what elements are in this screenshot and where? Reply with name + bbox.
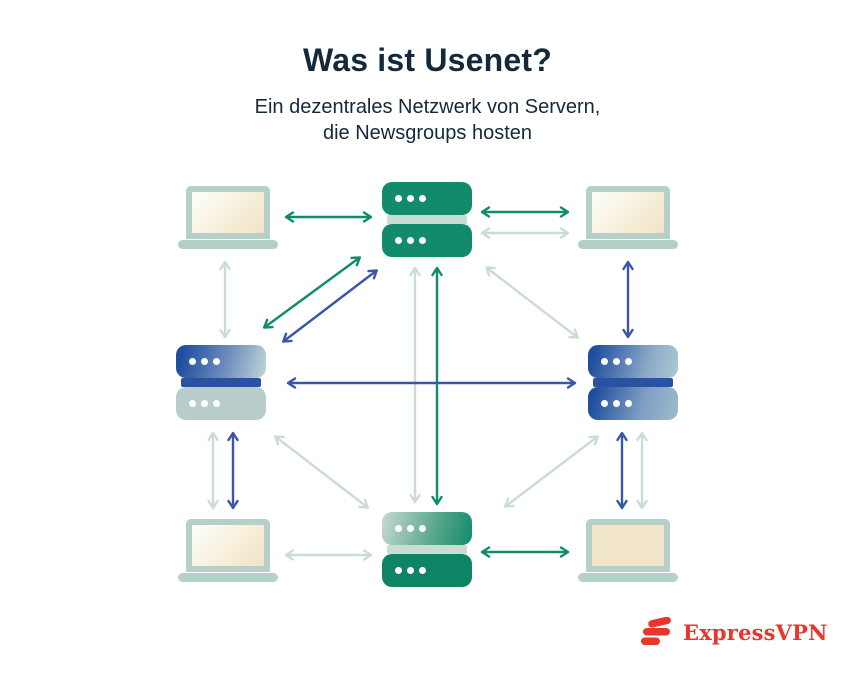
server-divider	[387, 215, 467, 224]
server-unit	[382, 554, 472, 587]
laptop-base	[178, 573, 278, 582]
server-unit	[382, 512, 472, 545]
server-unit	[382, 182, 472, 215]
server-leds	[382, 512, 472, 545]
server-leds	[588, 387, 678, 420]
subtitle-line-1: Ein dezentrales Netzwerk von Servern,	[254, 96, 601, 118]
laptop-base	[578, 573, 678, 582]
laptop-top-right	[578, 186, 678, 249]
laptop-base	[178, 240, 278, 249]
page-title: Was ist Usenet?	[303, 42, 552, 78]
expressvpn-icon	[641, 617, 671, 645]
arrow-light	[485, 266, 579, 339]
server-unit	[588, 345, 678, 378]
server-leds	[382, 224, 472, 257]
arrow-light	[504, 435, 599, 508]
laptop-bottom-left	[178, 519, 278, 582]
subtitle-line-2: die Newsgroups hosten	[322, 122, 532, 144]
laptop-bottom-right	[578, 519, 678, 582]
server-bottom	[382, 512, 472, 587]
server-unit	[382, 224, 472, 257]
server-top	[382, 182, 472, 257]
server-unit	[176, 387, 266, 420]
server-unit	[588, 387, 678, 420]
server-divider	[593, 378, 673, 387]
arrow-light	[274, 435, 369, 509]
brand-name: ExpressVPN	[683, 619, 828, 645]
server-leds	[176, 345, 266, 378]
server-leds	[382, 554, 472, 587]
server-unit	[176, 345, 266, 378]
laptop-base	[578, 240, 678, 249]
server-left	[176, 345, 266, 420]
server-leds	[588, 345, 678, 378]
arrow-blue	[282, 269, 378, 343]
server-leds	[176, 387, 266, 420]
server-right	[588, 345, 678, 420]
arrow-green	[262, 256, 362, 329]
server-divider	[181, 378, 261, 387]
server-leds	[382, 182, 472, 215]
brand-logo: ExpressVPN	[638, 617, 828, 647]
laptop-screen	[586, 519, 670, 572]
laptop-screen	[186, 186, 270, 239]
server-divider	[387, 545, 467, 554]
laptop-top-left	[178, 186, 278, 249]
laptop-screen	[186, 519, 270, 572]
laptop-screen	[586, 186, 670, 239]
page-subtitle: Ein dezentrales Netzwerk von Servern, di…	[0, 94, 855, 146]
